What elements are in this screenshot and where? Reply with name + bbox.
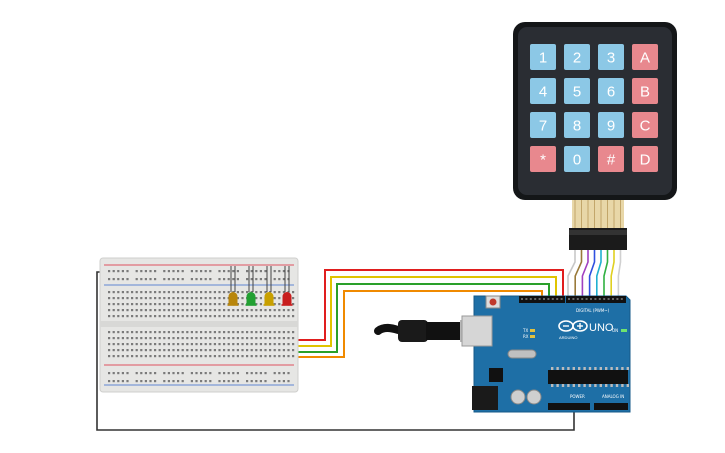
key-label: B (640, 84, 650, 101)
key-face[interactable] (530, 44, 556, 70)
key-2[interactable]: 2 (564, 44, 590, 70)
key-face[interactable] (598, 78, 624, 104)
key-face[interactable] (632, 146, 658, 172)
keypad-wire-4 (588, 250, 596, 296)
key-face[interactable] (632, 44, 658, 70)
key-8[interactable]: 8 (564, 112, 590, 138)
key-face[interactable] (530, 78, 556, 104)
key-label: 2 (573, 50, 581, 67)
key-label: 3 (607, 50, 615, 67)
capacitor-1 (510, 389, 526, 405)
key-label: A (640, 50, 650, 67)
key-5[interactable]: 5 (564, 78, 590, 104)
key-7[interactable]: 7 (530, 112, 556, 138)
key-label: 4 (539, 84, 547, 101)
key-C[interactable]: C (632, 112, 658, 138)
crystal (507, 349, 537, 359)
model-label: UNO (589, 322, 614, 334)
key-label: # (607, 152, 616, 169)
analog-header (594, 403, 628, 410)
key-label: 1 (539, 50, 547, 67)
key-D[interactable]: D (632, 146, 658, 172)
key-label: 9 (607, 118, 615, 135)
keypad-wires (567, 250, 622, 296)
key-face[interactable] (564, 78, 590, 104)
wire-orange (235, 290, 543, 358)
led-yellow (263, 266, 275, 306)
keypad-wire-6 (603, 250, 609, 296)
breadboard (99, 257, 299, 393)
led-green (245, 266, 257, 306)
atmega-chip (548, 370, 628, 384)
capacitor-2 (526, 389, 542, 405)
keypad-wire-3 (581, 250, 589, 296)
key-label: 7 (539, 118, 547, 135)
key-*[interactable]: * (530, 146, 556, 172)
key-label: 0 (573, 152, 581, 169)
led-red (281, 266, 293, 306)
wire-green (288, 283, 550, 353)
key-face[interactable] (530, 146, 556, 172)
key-#[interactable]: # (598, 146, 624, 172)
led-amber (227, 266, 239, 306)
arduino-logo-icon (558, 320, 588, 332)
keypad-ribbon (572, 198, 624, 230)
keypad-wire-1 (567, 250, 576, 296)
key-face[interactable] (564, 44, 590, 70)
keypad-wire-8 (617, 250, 622, 296)
power-jack (472, 386, 498, 410)
keypad-wire-5 (596, 250, 602, 296)
key-face[interactable] (598, 112, 624, 138)
wire-black-gnd (96, 271, 575, 431)
wire-red (288, 269, 564, 341)
key-4[interactable]: 4 (530, 78, 556, 104)
arduino-uno-board: DIGITAL (PWM~) UNO ARDUINO ON TX RX (461, 295, 631, 413)
keypad-wire-7 (610, 250, 615, 296)
keypad-wire-2 (574, 250, 583, 296)
key-face[interactable] (564, 112, 590, 138)
key-label: * (540, 152, 546, 169)
brand-label: ARDUINO (559, 335, 577, 340)
keypad-4x4: 1 2 3 A 4 5 6 B 7 8 9 C * 0 # D (513, 22, 677, 250)
rx-label: RX (523, 334, 529, 339)
key-A[interactable]: A (632, 44, 658, 70)
key-face[interactable] (632, 78, 658, 104)
key-face[interactable] (564, 146, 590, 172)
key-face[interactable] (598, 44, 624, 70)
tx-label: TX (522, 328, 528, 333)
key-B[interactable]: B (632, 78, 658, 104)
key-label: 8 (573, 118, 581, 135)
key-9[interactable]: 9 (598, 112, 624, 138)
analog-label: ANALOG IN (602, 394, 624, 399)
leds (227, 266, 293, 306)
key-face[interactable] (632, 112, 658, 138)
key-face[interactable] (598, 146, 624, 172)
usb-port (461, 315, 493, 347)
key-label: C (640, 118, 651, 135)
digital-header-label: DIGITAL (PWM~) (576, 308, 610, 313)
key-label: D (640, 152, 651, 169)
key-0[interactable]: 0 (564, 146, 590, 172)
key-label: 5 (573, 84, 581, 101)
wire-yellow (288, 276, 557, 347)
on-label: ON (612, 328, 618, 333)
power-label: POWER (570, 394, 585, 399)
key-6[interactable]: 6 (598, 78, 624, 104)
digital-header-1 (519, 296, 565, 303)
key-1[interactable]: 1 (530, 44, 556, 70)
key-3[interactable]: 3 (598, 44, 624, 70)
key-face[interactable] (530, 112, 556, 138)
key-label: 6 (607, 84, 615, 101)
power-header (548, 403, 590, 410)
